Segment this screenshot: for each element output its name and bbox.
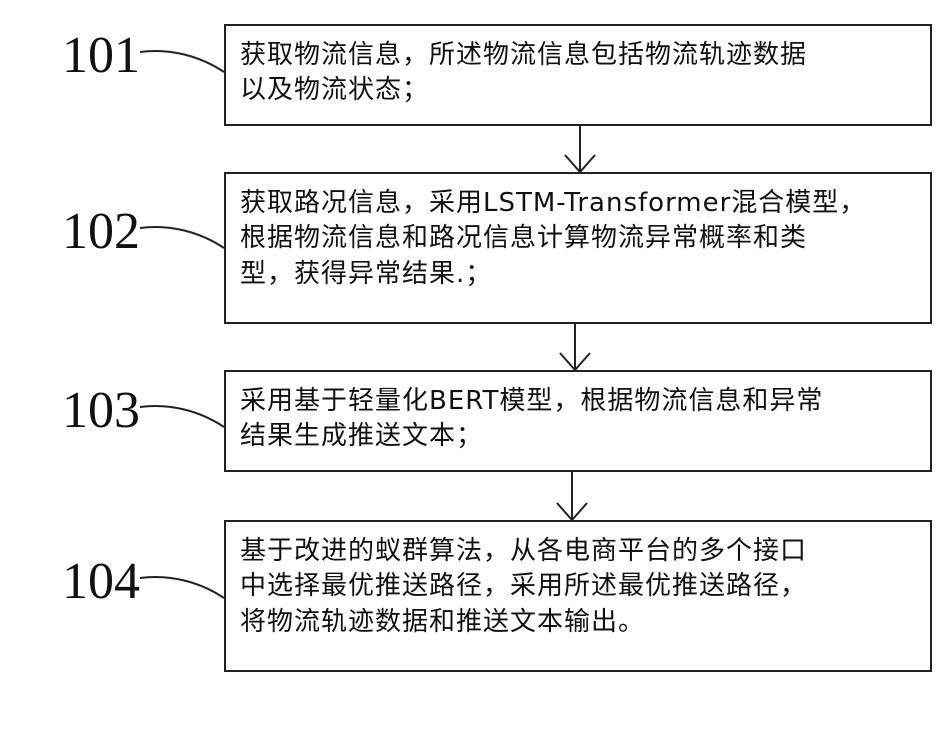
arrow-102-to-103 bbox=[560, 324, 590, 370]
leader-line-104 bbox=[140, 577, 224, 598]
step-box-101: 获取物流信息，所述物流信息包括物流轨迹数据 以及物流状态； bbox=[224, 24, 932, 126]
step-box-102: 获取路况信息，采用LSTM-Transformer混合模型， 根据物流信息和路况… bbox=[224, 172, 932, 324]
step-number-101: 101 bbox=[62, 30, 140, 82]
step-103-line-2: 结果生成推送文本； bbox=[240, 419, 930, 454]
step-101-line-2: 以及物流状态； bbox=[240, 73, 930, 108]
step-102-line-2: 根据物流信息和路况信息计算物流异常概率和类 bbox=[240, 221, 930, 256]
step-box-104: 基于改进的蚁群算法，从各电商平台的多个接口 中选择最优推送路径，采用所述最优推送… bbox=[224, 520, 932, 672]
step-103-line-1: 采用基于轻量化BERT模型，根据物流信息和异常 bbox=[240, 384, 930, 419]
leader-line-101 bbox=[140, 51, 224, 72]
leader-line-102 bbox=[140, 227, 224, 248]
step-102-line-1: 获取路况信息，采用LSTM-Transformer混合模型， bbox=[240, 186, 930, 221]
arrow-103-to-104 bbox=[557, 472, 587, 520]
step-101-line-1: 获取物流信息，所述物流信息包括物流轨迹数据 bbox=[240, 38, 930, 73]
step-104-line-3: 将物流轨迹数据和推送文本输出。 bbox=[240, 605, 930, 640]
arrow-101-to-102 bbox=[565, 126, 595, 172]
step-number-103: 103 bbox=[62, 385, 140, 437]
step-102-line-3: 型，获得异常结果.； bbox=[240, 257, 930, 292]
step-number-104: 104 bbox=[62, 556, 140, 608]
step-104-line-1: 基于改进的蚁群算法，从各电商平台的多个接口 bbox=[240, 534, 930, 569]
step-box-103: 采用基于轻量化BERT模型，根据物流信息和异常 结果生成推送文本； bbox=[224, 370, 932, 472]
step-number-102: 102 bbox=[62, 206, 140, 258]
step-104-line-2: 中选择最优推送路径，采用所述最优推送路径， bbox=[240, 569, 930, 604]
leader-line-103 bbox=[140, 406, 224, 427]
